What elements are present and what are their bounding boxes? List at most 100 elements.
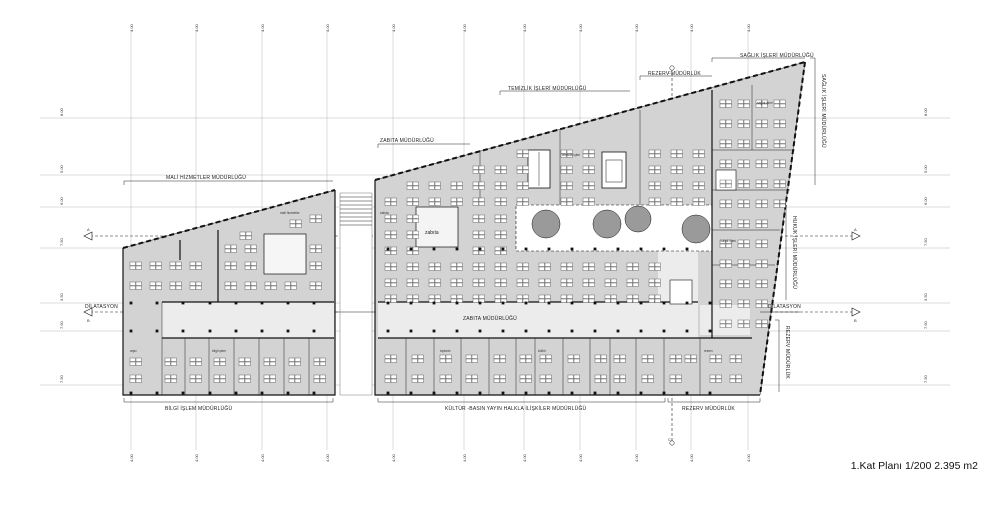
desk-cluster bbox=[582, 278, 595, 287]
section-arrow-icon bbox=[83, 231, 93, 241]
desk-cluster bbox=[244, 244, 257, 253]
section-marker-icon bbox=[669, 65, 675, 71]
desk-cluster bbox=[684, 354, 697, 363]
desk-cluster bbox=[737, 279, 750, 288]
structural-column bbox=[685, 247, 689, 251]
elevation-right: 3.50 bbox=[923, 292, 928, 301]
desk-cluster bbox=[582, 149, 595, 158]
label-zabita-corridor: ZABITA MÜDÜRLÜĞÜ bbox=[463, 315, 517, 322]
desk-cluster bbox=[755, 119, 768, 128]
label-zabita-top: ZABITA MÜDÜRLÜĞÜ bbox=[380, 137, 434, 144]
desk-cluster bbox=[384, 278, 397, 287]
desk-cluster bbox=[773, 119, 786, 128]
section-arrow-icon bbox=[851, 307, 861, 317]
desk-cluster bbox=[719, 299, 732, 308]
room-small-label: kültür bbox=[538, 349, 547, 353]
desk-cluster bbox=[493, 374, 506, 383]
structural-column bbox=[432, 329, 436, 333]
desk-cluster bbox=[494, 230, 507, 239]
section-label-a-right: A bbox=[854, 227, 857, 232]
desk-cluster bbox=[719, 119, 732, 128]
room-small-label: mali hizmetler bbox=[280, 211, 301, 215]
connecting-bridge bbox=[339, 192, 373, 396]
structural-column bbox=[129, 329, 133, 333]
desk-cluster bbox=[582, 181, 595, 190]
elevation-left: 3.50 bbox=[59, 292, 64, 301]
section-marker-icon bbox=[669, 440, 675, 446]
desk-cluster bbox=[737, 179, 750, 188]
desk-cluster bbox=[129, 281, 142, 290]
desk-cluster bbox=[719, 279, 732, 288]
label-rezerv-bottom: REZERV MÜDÜRLÜK bbox=[682, 405, 735, 412]
desk-cluster bbox=[755, 259, 768, 268]
desk-cluster bbox=[719, 319, 732, 328]
desk-cluster bbox=[472, 181, 485, 190]
structural-column bbox=[524, 301, 528, 305]
desk-cluster bbox=[669, 354, 682, 363]
east-slant-edge bbox=[759, 61, 806, 396]
desk-cluster bbox=[560, 294, 573, 303]
desk-cluster bbox=[755, 299, 768, 308]
desk-cluster bbox=[263, 374, 276, 383]
desk-cluster bbox=[472, 197, 485, 206]
desk-cluster bbox=[406, 278, 419, 287]
label-saglik-side: SAĞLIK İŞLERİ MÜDÜRLÜĞÜ bbox=[820, 74, 827, 148]
structural-column bbox=[501, 329, 505, 333]
elevation-right: 8.00 bbox=[923, 107, 928, 116]
structural-column bbox=[547, 247, 551, 251]
desk-cluster bbox=[648, 262, 661, 271]
desk-cluster bbox=[263, 357, 276, 366]
elevation-right: 7.50 bbox=[923, 374, 928, 383]
desk-cluster bbox=[428, 197, 441, 206]
section-label-c-top: C bbox=[668, 70, 671, 75]
structural-column bbox=[524, 247, 528, 251]
structural-column bbox=[129, 391, 133, 395]
desk-cluster bbox=[719, 179, 732, 188]
desk-cluster bbox=[238, 357, 251, 366]
desk-cluster bbox=[670, 181, 683, 190]
structural-column bbox=[312, 391, 316, 395]
desk-cluster bbox=[494, 197, 507, 206]
section-label-c-bottom: C bbox=[668, 437, 671, 442]
structural-column bbox=[685, 329, 689, 333]
desk-cluster bbox=[238, 374, 251, 383]
grid-dim-top: 4.00 bbox=[578, 23, 583, 32]
desk-cluster bbox=[626, 278, 639, 287]
grid-dim-top: 4.00 bbox=[194, 23, 199, 32]
desk-cluster bbox=[516, 149, 529, 158]
desk-cluster bbox=[450, 197, 463, 206]
structural-column bbox=[386, 391, 390, 395]
section-arrow-icon bbox=[851, 231, 861, 241]
desk-cluster bbox=[567, 374, 580, 383]
structural-column bbox=[312, 301, 316, 305]
desk-cluster bbox=[309, 261, 322, 270]
desk-cluster bbox=[737, 119, 750, 128]
desk-cluster bbox=[472, 214, 485, 223]
desk-cluster bbox=[773, 199, 786, 208]
desk-cluster bbox=[239, 231, 252, 240]
label-rezerv-top: REZERV MÜDÜRLÜK bbox=[648, 70, 701, 77]
grid-dim-bottom: 4.00 bbox=[194, 453, 199, 462]
desk-cluster bbox=[149, 281, 162, 290]
desk-cluster bbox=[439, 374, 452, 383]
desk-cluster bbox=[428, 262, 441, 271]
desk-cluster bbox=[719, 159, 732, 168]
desk-cluster bbox=[648, 278, 661, 287]
structural-column bbox=[312, 329, 316, 333]
structural-column bbox=[409, 329, 413, 333]
desk-cluster bbox=[288, 357, 301, 366]
structural-column bbox=[260, 301, 264, 305]
desk-cluster bbox=[519, 354, 532, 363]
desk-cluster bbox=[582, 294, 595, 303]
structural-column bbox=[570, 391, 574, 395]
desk-cluster bbox=[384, 374, 397, 383]
desk-cluster bbox=[384, 197, 397, 206]
section-label-a-left: A bbox=[87, 227, 90, 232]
room-small-label: zabıta bbox=[380, 211, 389, 215]
desk-cluster bbox=[648, 165, 661, 174]
desk-cluster bbox=[560, 181, 573, 190]
structural-column bbox=[432, 391, 436, 395]
structural-column bbox=[501, 247, 505, 251]
room-small-label: rezerv bbox=[704, 349, 713, 353]
desk-cluster bbox=[737, 299, 750, 308]
